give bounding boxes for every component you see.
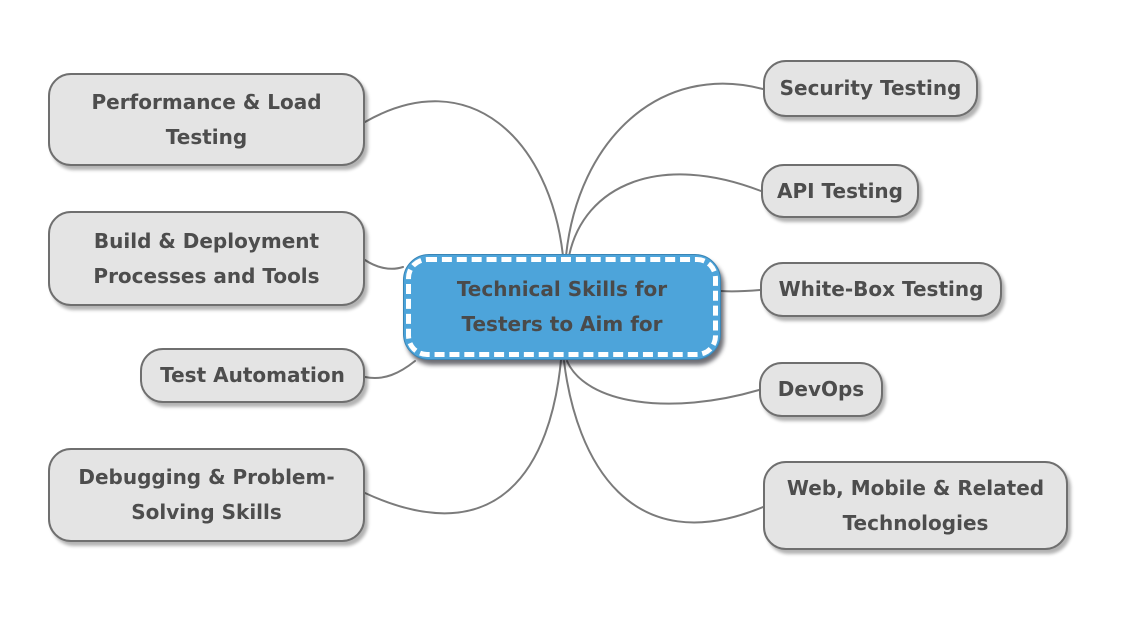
edge-central-to-devops: [566, 360, 760, 405]
edge-central-to-test-automation: [364, 360, 416, 379]
edge-central-to-web-mobile: [563, 360, 764, 524]
node-central-topic[interactable]: Technical Skills for Testers to Aim for: [403, 254, 721, 360]
node-label: Performance & Load Testing: [91, 89, 322, 149]
node-api-testing[interactable]: API Testing: [761, 164, 919, 218]
edge-central-to-white-box: [720, 289, 761, 293]
node-label: Technical Skills for Testers to Aim for: [456, 277, 668, 336]
node-label: Debugging & Problem-Solving Skills: [78, 465, 335, 524]
node-build-deployment-processes[interactable]: Build & Deployment Processes and Tools: [48, 211, 365, 306]
node-web-mobile-related-technologies[interactable]: Web, Mobile & Related Technologies: [763, 461, 1068, 550]
node-label: API Testing: [777, 178, 903, 203]
node-white-box-testing[interactable]: White-Box Testing: [760, 262, 1002, 317]
node-label: Test Automation: [160, 363, 345, 387]
edge-central-to-security: [565, 82, 764, 257]
node-label: Security Testing: [779, 76, 962, 100]
edge-central-to-performance: [364, 100, 564, 257]
node-label: Build & Deployment Processes and Tools: [93, 228, 320, 288]
node-label: DevOps: [777, 377, 865, 401]
node-performance-load-testing[interactable]: Performance & Load Testing: [48, 73, 365, 166]
edge-central-to-debugging: [364, 359, 562, 515]
node-debugging-problem-solving[interactable]: Debugging & Problem-Solving Skills: [48, 448, 365, 542]
edge-central-to-build-deployment: [364, 259, 404, 270]
node-security-testing[interactable]: Security Testing: [763, 60, 978, 117]
node-test-automation[interactable]: Test Automation: [140, 348, 365, 403]
node-label: Web, Mobile & Related Technologies: [786, 475, 1045, 535]
edge-central-to-api: [568, 173, 762, 257]
node-devops[interactable]: DevOps: [759, 362, 883, 417]
node-label: White-Box Testing: [778, 277, 984, 301]
